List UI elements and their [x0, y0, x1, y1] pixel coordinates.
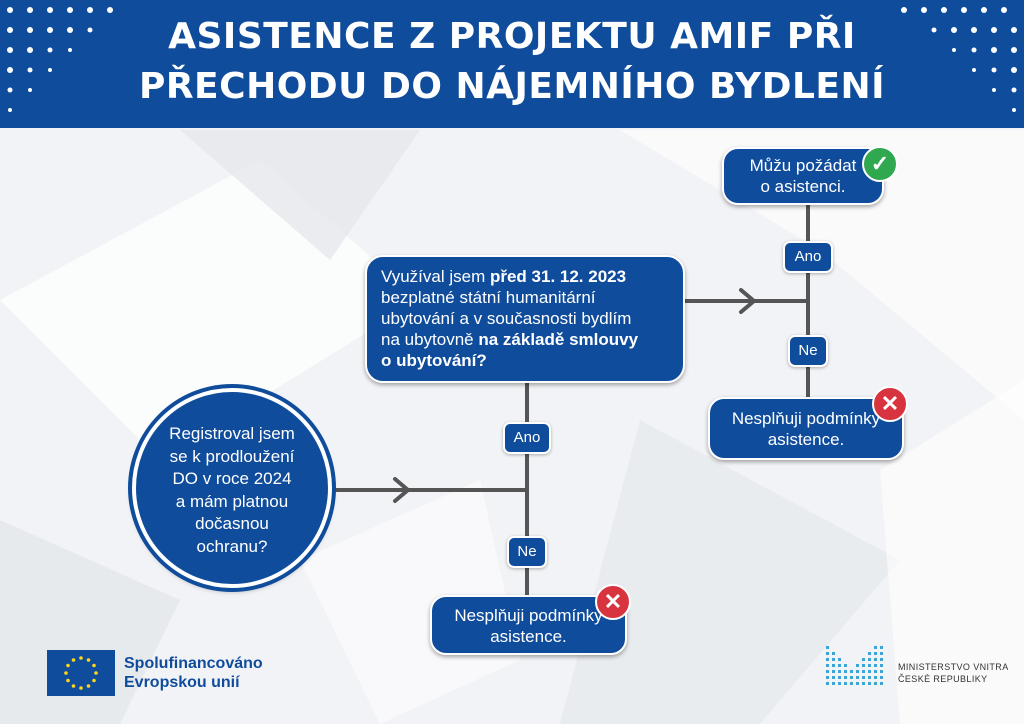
node-text-line: bezplatné státní humanitární	[381, 288, 596, 307]
header-banner: ASISTENCE Z PROJEKTU AMIF PŘI PŘECHODU D…	[0, 0, 1024, 128]
node-text-line: ochranu?	[196, 536, 268, 556]
edge-label-yes: Ano	[503, 422, 551, 454]
node-text-line: Registroval jsem	[169, 424, 295, 443]
node-text: Využíval jsem	[381, 267, 490, 286]
edge-label-no-right: Ne	[788, 335, 828, 367]
page-title-line-2: PŘECHODU DO NÁJEMNÍHO BYDLENÍ	[138, 66, 886, 107]
result-eligible-node: Můžu požádat o asistenci.	[722, 147, 884, 205]
node-text-line: asistence.	[767, 430, 845, 449]
node-text-line: ubytování a v současnosti bydlím	[381, 309, 632, 328]
node-text-line: dočasnou	[195, 514, 269, 533]
node-text-line: Nesplňuji podmínky	[454, 606, 603, 625]
eu-flag-icon	[47, 650, 115, 696]
ministry-text-line: ČESKÉ REPUBLIKY	[898, 674, 988, 684]
edge-label-yes-right: Ano	[783, 241, 833, 273]
cross-circle-icon: ✕	[595, 584, 631, 620]
node-text-bold: o ubytování?	[381, 351, 487, 370]
dot-pattern-right	[901, 7, 1017, 112]
node-text-line: Můžu požádat	[749, 156, 857, 175]
node-text-line: asistence.	[490, 627, 567, 646]
eu-text-line: Evropskou unií	[124, 674, 240, 691]
second-question-node: Využíval jsem před 31. 12. 2023 bezplatn…	[365, 255, 685, 383]
check-circle-icon: ✓	[862, 146, 898, 182]
arrow-right-icon	[739, 288, 756, 314]
node-text: na ubytovně	[381, 330, 479, 349]
page-title-line-1: ASISTENCE Z PROJEKTU AMIF PŘI	[168, 16, 856, 57]
node-text-line: Nesplňuji podmínky	[731, 409, 881, 428]
ministry-logo-icon	[826, 646, 883, 685]
cross-circle-icon: ✕	[872, 386, 908, 422]
eu-text-line: Spolufinancováno	[124, 655, 263, 672]
edge-label-no: Ne	[507, 536, 547, 568]
ministry-label: MINISTERSTVO VNITRA ČESKÉ REPUBLIKY	[898, 661, 1009, 685]
node-text-bold: před 31. 12. 2023	[489, 267, 627, 286]
node-text-line: se k prodloužení	[169, 446, 295, 466]
result-not-eligible-bottom-node: Nesplňuji podmínky asistence.	[430, 595, 627, 655]
eu-cofunding-label: Spolufinancováno Evropskou unií	[124, 654, 263, 692]
node-text-line: DO v roce 2024	[172, 469, 292, 488]
ministry-text-line: MINISTERSTVO VNITRA	[898, 662, 1009, 672]
result-not-eligible-right-node: Nesplňuji podmínky asistence.	[708, 397, 904, 460]
dot-pattern-left	[7, 7, 113, 112]
node-text-line: a mám platnou	[175, 491, 289, 511]
node-text-line: o asistenci.	[760, 177, 846, 196]
start-question-node: Registroval jsem se k prodloužení DO v r…	[132, 388, 332, 588]
node-text-bold: na základě smlouvy	[478, 330, 639, 349]
arrow-right-icon	[393, 477, 410, 503]
